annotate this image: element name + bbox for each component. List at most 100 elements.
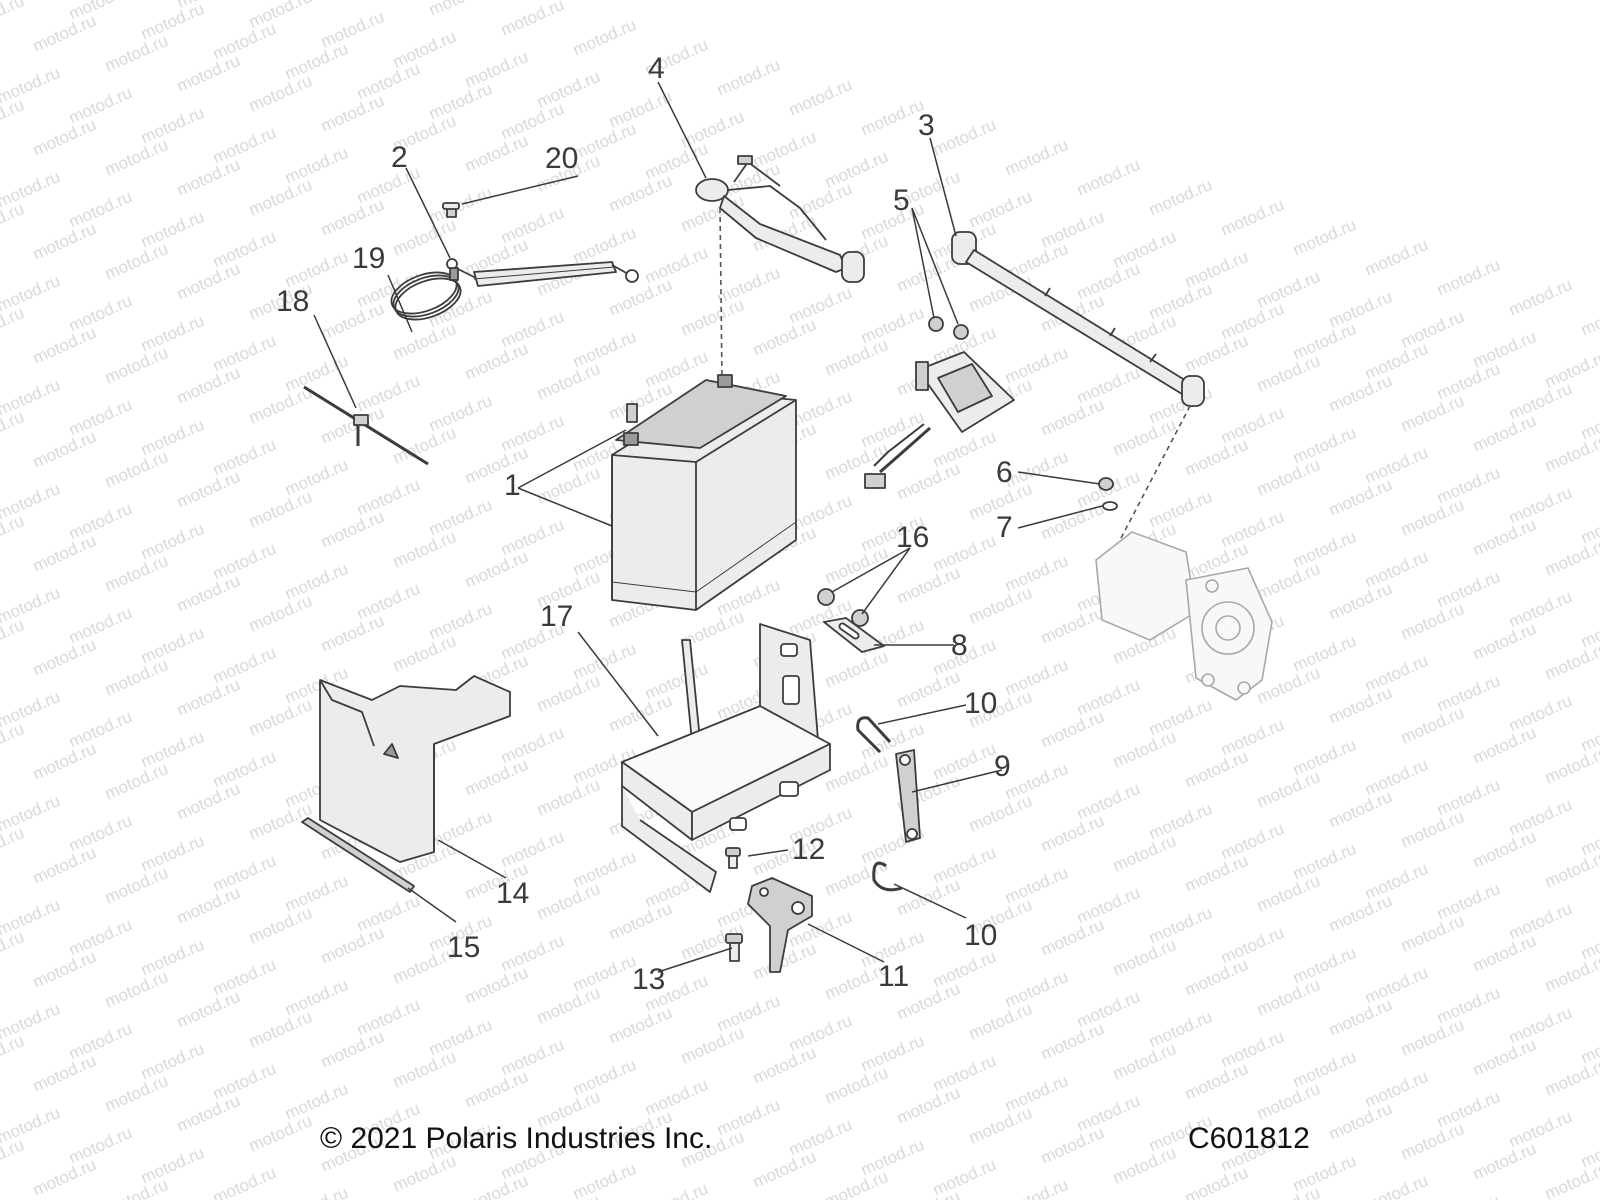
part-12-bolt — [725, 847, 741, 869]
watermark-text: motod.ru — [246, 175, 315, 220]
watermark-text: motod.ru — [966, 583, 1035, 628]
watermark-text: motod.ru — [462, 963, 531, 1008]
watermark-text: motod.ru — [1326, 683, 1395, 728]
part-19-strap — [390, 267, 462, 321]
watermark-text: motod.ru — [678, 1023, 747, 1068]
watermark-text: motod.ru — [1038, 1123, 1107, 1168]
watermark-text: motod.ru — [894, 875, 963, 920]
callout-1: 1 — [504, 469, 521, 502]
watermark-text: motod.ru — [714, 55, 783, 100]
watermark-text: motod.ru — [822, 647, 891, 692]
watermark-text: motod.ru — [318, 299, 387, 344]
watermark-text: motod.ru — [102, 759, 171, 804]
watermark-text: motod.ru — [30, 323, 99, 368]
diagram-code: C601812 — [1188, 1122, 1310, 1155]
watermark-text: motod.ru — [930, 115, 999, 160]
watermark-text: motod.ru — [246, 695, 315, 740]
watermark-text: motod.ru — [966, 999, 1035, 1044]
watermark-text: motod.ru — [1074, 155, 1143, 200]
watermark-text: motod.ru — [174, 571, 243, 616]
watermark-text: motod.ru — [282, 1183, 351, 1200]
watermark-text: motod.ru — [750, 1043, 819, 1088]
watermark-text: motod.ru — [174, 467, 243, 512]
watermark-text: motod.ru — [1398, 391, 1467, 436]
watermark-text: motod.ru — [390, 1047, 459, 1092]
watermark-text: motod.ru — [1542, 535, 1600, 580]
watermark-text: motod.ru — [1110, 727, 1179, 772]
part-14-cover — [319, 675, 511, 863]
watermark-text: motod.ru — [1038, 811, 1107, 856]
watermark-text: motod.ru — [30, 531, 99, 576]
callout-14: 14 — [496, 877, 529, 910]
watermark-text: motod.ru — [858, 95, 927, 140]
watermark-text: motod.ru — [534, 671, 603, 716]
part-2-cable — [446, 258, 639, 287]
watermark-text: motod.ru — [534, 983, 603, 1028]
callout-3: 3 — [918, 109, 935, 142]
watermark-text: motod.ru — [1110, 415, 1179, 460]
watermark-text: motod.ru — [30, 843, 99, 888]
watermark-text: motod.ru — [462, 339, 531, 384]
part-8-bracket — [823, 617, 885, 653]
part-1-battery — [611, 374, 797, 611]
watermark-text: motod.ru — [1398, 911, 1467, 956]
watermark-text: motod.ru — [1182, 851, 1251, 896]
watermark-text: motod.ru — [174, 51, 243, 96]
part-6-nut — [1098, 477, 1114, 491]
part-4-harness — [695, 155, 865, 283]
watermark-text: motod.ru — [1470, 723, 1539, 768]
watermark-text: motod.ru — [102, 655, 171, 700]
watermark-text: motod.ru — [174, 779, 243, 824]
part-10-ring-lower — [872, 861, 903, 892]
watermark-text: motod.ru — [462, 755, 531, 800]
watermark-text: motod.ru — [1470, 1139, 1539, 1184]
watermark-text: motod.ru — [822, 1167, 891, 1200]
watermark-text: motod.ru — [1038, 603, 1107, 648]
watermark-text: motod.ru — [174, 675, 243, 720]
watermark-text: motod.ru — [1326, 787, 1395, 832]
watermark-text: motod.ru — [1470, 515, 1539, 560]
watermark-text: motod.ru — [642, 1179, 711, 1200]
watermark-text: motod.ru — [1218, 195, 1287, 240]
watermark-text: motod.ru — [750, 315, 819, 360]
watermark-text: motod.ru — [318, 1027, 387, 1072]
callout-10-upper: 10 — [964, 687, 997, 720]
watermark-text: motod.ru — [174, 883, 243, 928]
watermark-text: motod.ru — [894, 1083, 963, 1128]
watermark-text: motod.ru — [390, 1151, 459, 1196]
watermark-text: motod.ru — [1182, 1059, 1251, 1104]
part-11-plate — [747, 877, 813, 973]
watermark-text: motod.ru — [174, 1195, 243, 1200]
watermark-text: motod.ru — [1182, 435, 1251, 480]
watermark-text: motod.ru — [30, 1155, 99, 1200]
callout-7: 7 — [996, 511, 1013, 544]
watermark-text: motod.ru — [390, 215, 459, 260]
watermark-text: motod.ru — [30, 427, 99, 472]
watermark-text: motod.ru — [318, 507, 387, 552]
watermark-text: motod.ru — [1110, 831, 1179, 876]
watermark-text: motod.ru — [102, 447, 171, 492]
watermark-text: motod.ru — [498, 0, 567, 40]
callout-8: 8 — [951, 629, 968, 662]
watermark-text: motod.ru — [1326, 891, 1395, 936]
watermark-text: motod.ru — [1038, 915, 1107, 960]
watermark-text: motod.ru — [1398, 1119, 1467, 1164]
watermark-text: motod.ru — [30, 115, 99, 160]
part-13-bolt — [725, 933, 743, 962]
watermark-text: motod.ru — [1254, 351, 1323, 396]
watermark-text: motod.ru — [822, 335, 891, 380]
watermark-text: motod.ru — [0, 199, 27, 244]
callout-18: 18 — [276, 285, 309, 318]
watermark-text: motod.ru — [1398, 495, 1467, 540]
watermark-text: motod.ru — [1326, 995, 1395, 1040]
watermark-text: motod.ru — [0, 1135, 27, 1180]
watermark-text: motod.ru — [318, 403, 387, 448]
starter-motor — [1095, 531, 1273, 701]
watermark-text: motod.ru — [1254, 871, 1323, 916]
watermark-text: motod.ru — [30, 739, 99, 784]
watermark-text: motod.ru — [1542, 951, 1600, 996]
watermark-text: motod.ru — [534, 879, 603, 924]
watermark-text: motod.ru — [1326, 579, 1395, 624]
watermark-text: motod.ru — [1578, 295, 1600, 340]
